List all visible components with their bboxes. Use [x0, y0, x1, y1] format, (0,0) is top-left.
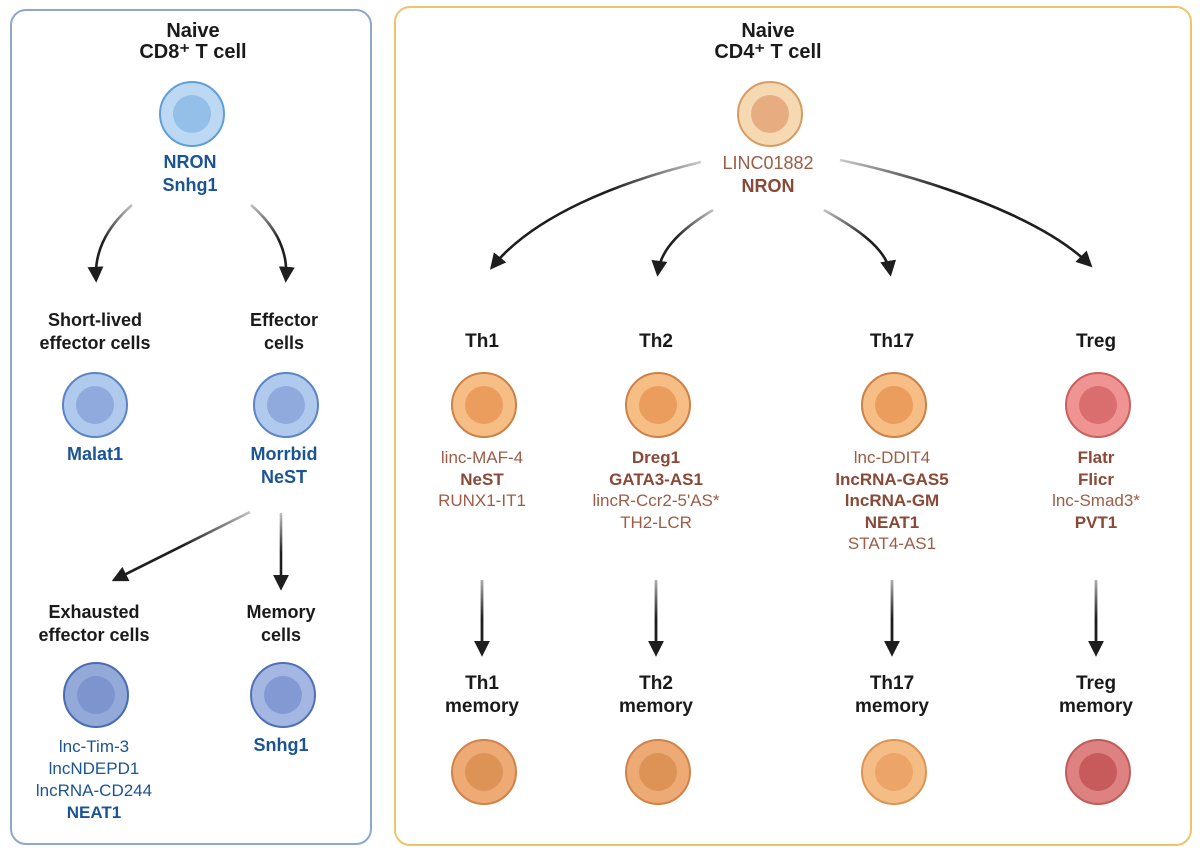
- th2-label: Th2: [639, 331, 673, 352]
- lncrna-label: Malat1: [66, 444, 124, 464]
- lncrna-label: NEAT1: [864, 512, 920, 532]
- treg-memory-cell: [1065, 739, 1131, 805]
- th17-lncrnas: lnc-DDIT4 lncRNA-GAS5 lncRNA-GM NEAT1 ST…: [802, 447, 982, 555]
- effector-lncrnas: Morrbid NeST: [194, 443, 374, 489]
- th2-memory-label: Th2 memory: [619, 673, 693, 717]
- lncrna-label: NeST: [460, 469, 504, 489]
- cell-nucleus: [77, 676, 115, 714]
- exhausted-label: Exhausted effector cells: [38, 602, 150, 645]
- lncrna-label: Dreg1: [631, 448, 681, 467]
- lncrna-label: lnc-Smad3*: [1052, 491, 1140, 510]
- cd8-title-line1: Naive: [166, 20, 220, 42]
- effector-label: Effector cells: [249, 310, 318, 353]
- cd8-memory-lncrnas: Snhg1: [191, 734, 371, 757]
- cell-nucleus: [1079, 386, 1117, 424]
- effector-cell: [253, 372, 319, 438]
- treg-lncrnas: Flatr Flicr lnc-Smad3* PVT1: [1006, 447, 1186, 533]
- th1-lncrnas: linc-MAF-4 NeST RUNX1-IT1: [392, 447, 572, 512]
- cd8-naive-lncrnas: NRON Snhg1: [90, 151, 290, 197]
- cd8-title-line2: CD8⁺ T cell: [139, 41, 247, 63]
- naive-cd4-cell: [737, 81, 803, 147]
- cd4-title-line2: CD4⁺ T cell: [714, 41, 822, 63]
- lncrna-label: lncRNA-CD244: [35, 781, 153, 800]
- lncrna-label: Morrbid: [250, 444, 318, 464]
- cell-nucleus: [639, 386, 677, 424]
- th2-lncrnas: Dreg1 GATA3-AS1 lincR-Ccr2-5'AS* TH2-LCR: [566, 447, 746, 533]
- th17-memory-label: Th17 memory: [855, 673, 929, 717]
- treg-cell: [1065, 372, 1131, 438]
- lncrna-label: Flicr: [1078, 469, 1114, 489]
- naive-cd8-cell: [159, 81, 225, 147]
- treg-label: Treg: [1075, 331, 1117, 352]
- lncrna-label: TH2-LCR: [620, 512, 692, 532]
- cd4-title-line1: Naive: [741, 20, 795, 42]
- exhausted-cell: [63, 662, 129, 728]
- cell-nucleus: [173, 95, 211, 133]
- lncrna-label: NeST: [260, 467, 307, 487]
- cell-nucleus: [1079, 753, 1117, 791]
- lncrna-label: LINC01882: [722, 153, 814, 173]
- th2-memory-cell: [625, 739, 691, 805]
- th17-memory-cell: [861, 739, 927, 805]
- short-lived-lncrnas: Malat1: [5, 443, 185, 466]
- th17-label: Th17: [869, 331, 915, 352]
- lncrna-label: lincR-Ccr2-5'AS*: [592, 491, 720, 510]
- exhausted-lncrnas: lnc-Tim-3 lncNDEPD1 lncRNA-CD244 NEAT1: [4, 736, 184, 824]
- lncrna-label: NRON: [741, 176, 795, 196]
- lncrna-label: linc-MAF-4: [440, 448, 524, 467]
- treg-memory-label: Treg memory: [1059, 673, 1133, 717]
- cd4-panel: [394, 6, 1192, 846]
- lncrna-label: lnc-Tim-3: [58, 737, 130, 756]
- lncrna-label: lncRNA-GAS5: [835, 469, 949, 489]
- cell-nucleus: [639, 753, 677, 791]
- cell-nucleus: [264, 676, 302, 714]
- cell-nucleus: [875, 753, 913, 791]
- lncrna-label: Snhg1: [253, 735, 309, 755]
- lncrna-label: lncNDEPD1: [48, 759, 140, 778]
- th17-cell: [861, 372, 927, 438]
- th1-memory-cell: [451, 739, 517, 805]
- lncrna-label: Flatr: [1077, 448, 1115, 467]
- cell-nucleus: [875, 386, 913, 424]
- lncrna-label: lncRNA-GM: [844, 491, 940, 510]
- cell-nucleus: [465, 386, 503, 424]
- th2-cell: [625, 372, 691, 438]
- short-lived-label: Short-lived effector cells: [39, 310, 151, 353]
- lncrna-label: NEAT1: [66, 803, 122, 822]
- th1-cell: [451, 372, 517, 438]
- th1-label: Th1: [465, 331, 499, 352]
- cell-nucleus: [267, 386, 305, 424]
- cell-nucleus: [465, 753, 503, 791]
- short-lived-cell: [62, 372, 128, 438]
- cd4-naive-lncrnas: LINC01882 NRON: [668, 152, 868, 198]
- lncrna-label: STAT4-AS1: [847, 534, 937, 553]
- cd4-title: Naive CD4⁺ T cell: [668, 21, 868, 63]
- lncrna-label: Snhg1: [162, 175, 218, 195]
- lncrna-label: lnc-DDIT4: [853, 448, 931, 467]
- lncrna-label: GATA3-AS1: [609, 469, 703, 489]
- cd8-memory-label: Memory cells: [246, 602, 316, 645]
- lncrna-label: NRON: [163, 152, 217, 172]
- lncrna-label: PVT1: [1074, 512, 1118, 532]
- th1-memory-label: Th1 memory: [445, 673, 519, 717]
- cd8-memory-cell: [250, 662, 316, 728]
- cd8-title: Naive CD8⁺ T cell: [93, 21, 293, 63]
- cell-nucleus: [751, 95, 789, 133]
- cell-nucleus: [76, 386, 114, 424]
- lncrna-label: RUNX1-IT1: [438, 491, 526, 510]
